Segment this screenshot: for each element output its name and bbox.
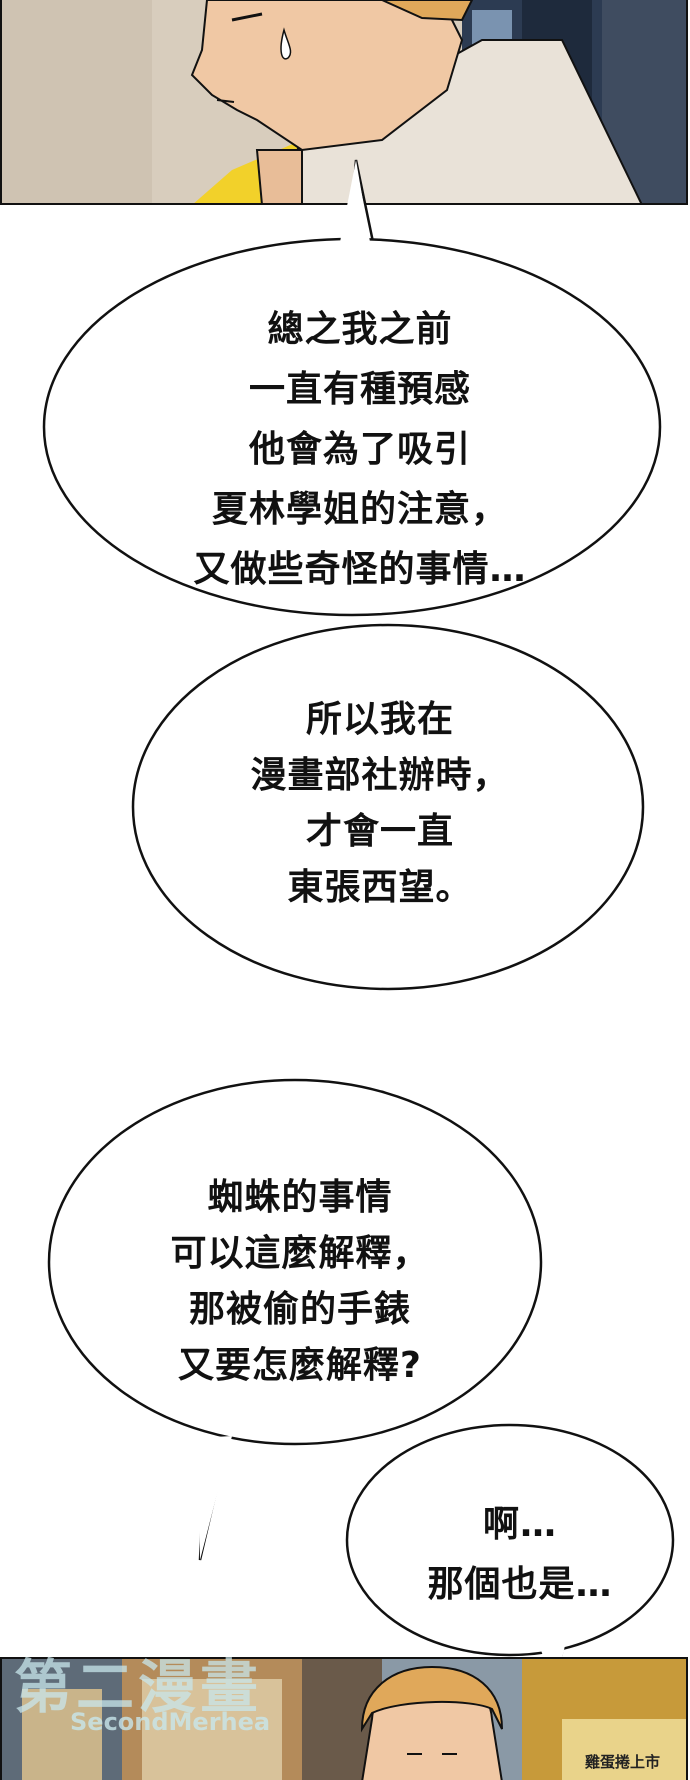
speech-bubble-3-text: 蜘蛛的事情 可以這麼解釋， 那被偷的手錶 又要怎麼解釋? [170, 1177, 430, 1386]
speech-bubble-3 [47, 1078, 543, 1446]
character-profile-art [2, 0, 686, 203]
shop-scene-art [2, 1659, 686, 1780]
watermark: 第二漫畫 [14, 1653, 263, 1721]
watermark-sub: SecondMerhea [70, 1708, 271, 1736]
shop-sign: 雞蛋捲上市 [585, 1753, 661, 1771]
speech-bubble-2-text: 所以我在 漫畫部社辦時， 才會一直 東張西望。 [250, 699, 510, 908]
speech-bubble-2 [131, 623, 645, 991]
speech-bubble-4 [345, 1423, 675, 1657]
speech-bubble-1-text: 總之我之前 一直有種預感 他會為了吸引 夏林學姐的注意， 又做些奇怪的事情… [193, 309, 527, 590]
bottom-comic-panel [0, 1657, 688, 1780]
speech-bubble-4-text: 啊… 那個也是… [427, 1504, 613, 1605]
top-comic-panel [0, 0, 688, 205]
